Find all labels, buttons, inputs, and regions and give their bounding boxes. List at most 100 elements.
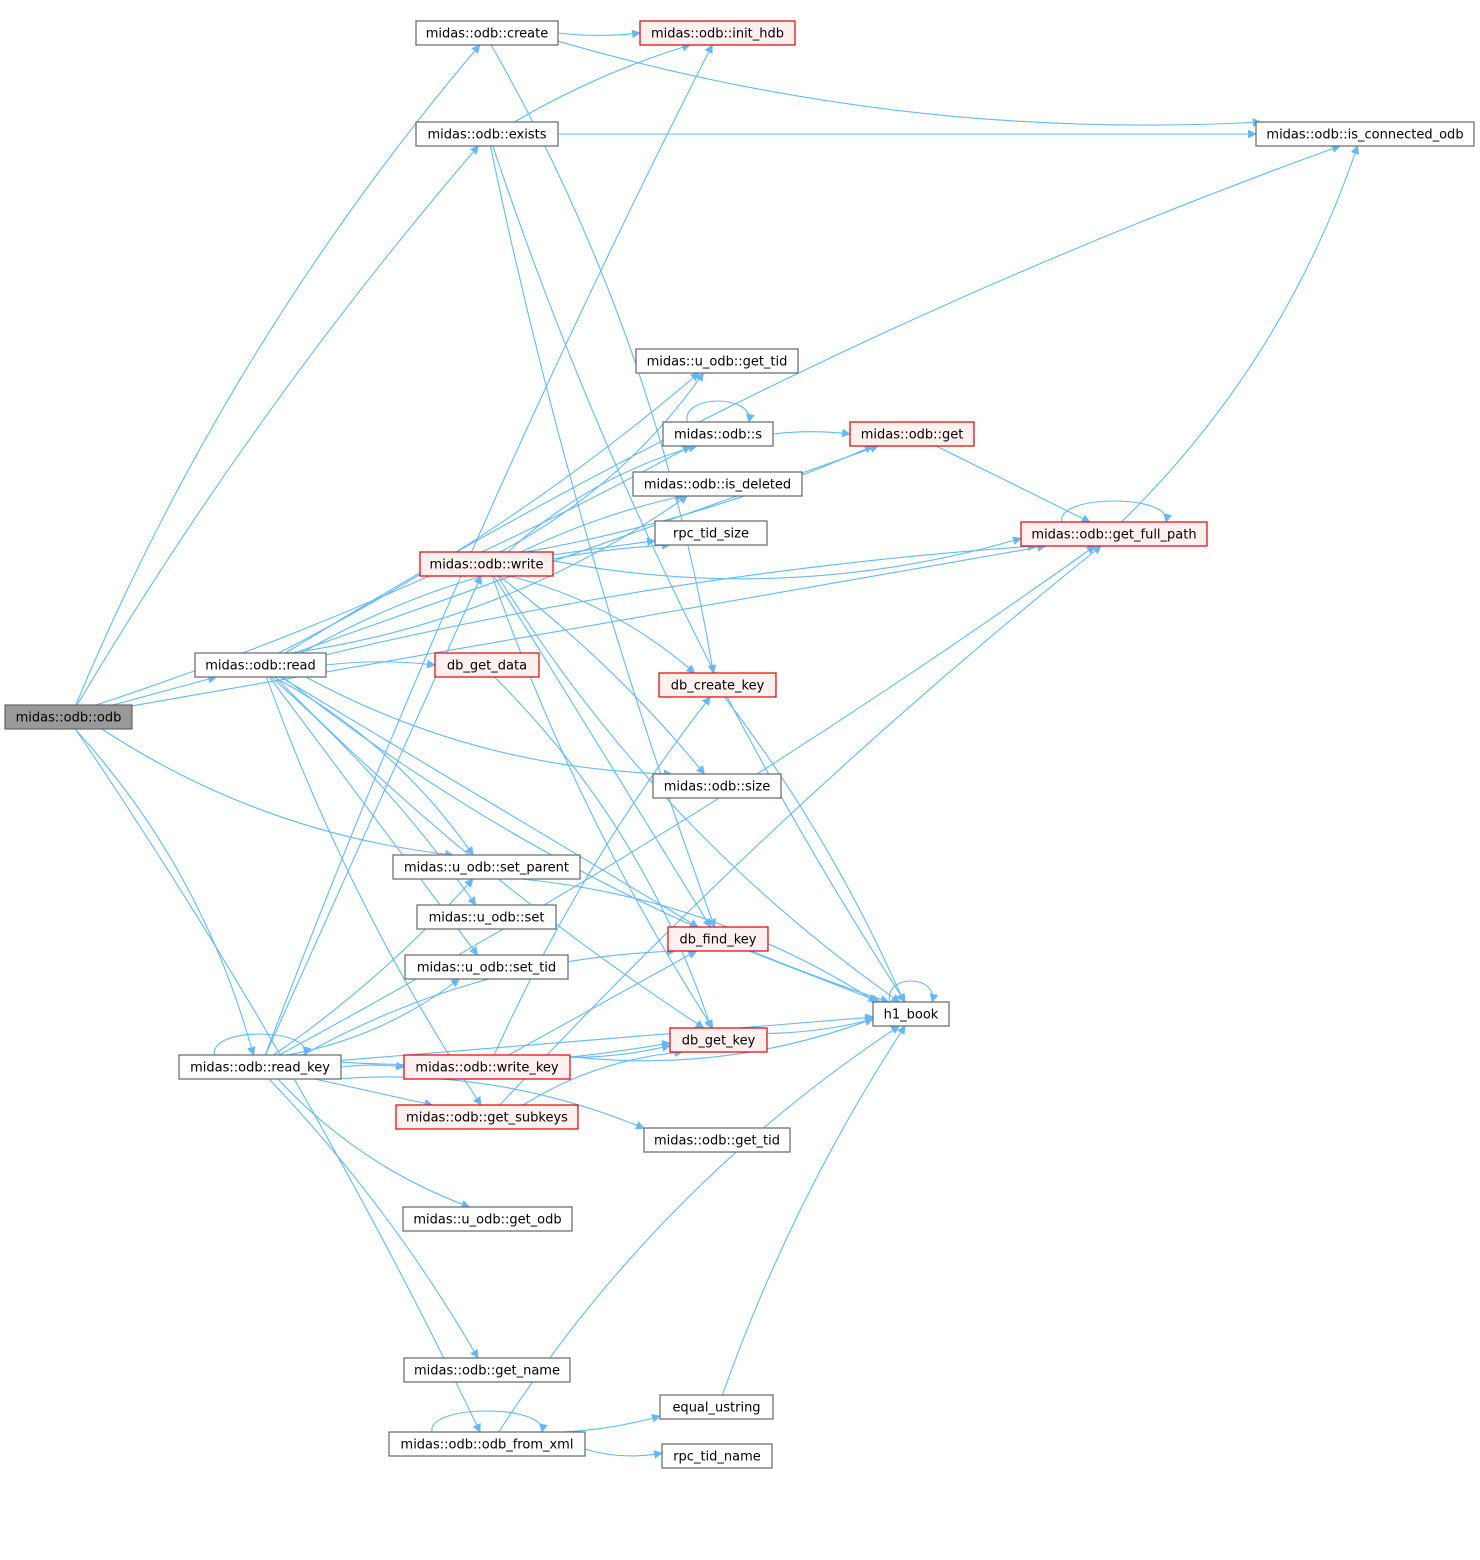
edge-create-to-init_hdb — [557, 29, 641, 39]
node-is_connected_odb[interactable]: midas::odb::is_connected_odb — [1255, 121, 1475, 147]
edge-equal_ustring-to-h1_book — [721, 1025, 906, 1396]
edge-get_full_path-to-is_connected_odb — [1121, 145, 1360, 523]
node-label-get_full_path: midas::odb::get_full_path — [1031, 528, 1196, 543]
edge-db_find_key-to-h1_book — [748, 950, 881, 1004]
edge-write-to-rpc_tid_size — [552, 537, 656, 556]
node-write_key[interactable]: midas::odb::write_key — [403, 1054, 571, 1080]
node-get[interactable]: midas::odb::get — [849, 421, 975, 447]
node-equal_ustring[interactable]: equal_ustring — [659, 1394, 774, 1420]
node-box-read — [194, 652, 327, 678]
node-odb_from_xml[interactable]: midas::odb::odb_from_xml — [388, 1431, 586, 1457]
node-db_create_key[interactable]: db_create_key — [658, 672, 777, 698]
edge-write_key-to-db_find_key — [508, 950, 698, 1056]
node-box-get_tid — [643, 1127, 791, 1153]
node-box-set_parent — [392, 854, 581, 880]
node-get_name[interactable]: midas::odb::get_name — [403, 1357, 571, 1383]
node-label-set_tid: midas::u_odb::set_tid — [417, 961, 556, 976]
edge-create-to-is_connected_odb — [557, 40, 1262, 127]
node-read[interactable]: midas::odb::read — [194, 652, 327, 678]
edge-db_get_data-to-db_get_key — [494, 676, 713, 1029]
node-get_full_path[interactable]: midas::odb::get_full_path — [1020, 521, 1208, 547]
node-box-init_hdb — [639, 20, 796, 46]
node-label-db_get_data: db_get_data — [447, 659, 527, 674]
node-size[interactable]: midas::odb::size — [652, 773, 782, 799]
edge-write-to-s — [507, 443, 698, 553]
node-box-set_tid — [404, 954, 569, 980]
node-label-write_key: midas::odb::write_key — [415, 1061, 558, 1076]
node-box-create — [415, 20, 559, 46]
edge-read-to-is_connected_odb — [285, 144, 1341, 654]
node-db_find_key[interactable]: db_find_key — [667, 926, 769, 952]
node-box-db_create_key — [658, 672, 777, 698]
node-box-get — [849, 421, 975, 447]
edge-h1_book-to-h1_book — [888, 980, 939, 1003]
node-odb[interactable]: midas::odb::odb — [4, 704, 133, 730]
node-box-odb — [4, 704, 133, 730]
edge-write-to-size — [498, 575, 706, 775]
edge-odb-to-create — [75, 44, 481, 706]
node-box-get_odb — [402, 1206, 573, 1232]
node-label-set_parent: midas::u_odb::set_parent — [404, 861, 569, 876]
edge-exists-to-init_hdb — [514, 43, 691, 123]
edge-read_key-to-get_name — [268, 1078, 479, 1359]
node-db_get_key[interactable]: db_get_key — [669, 1027, 768, 1053]
node-box-db_find_key — [667, 926, 769, 952]
node-box-get_name — [403, 1357, 571, 1383]
edge-s-to-s — [686, 400, 755, 423]
node-read_key[interactable]: midas::odb::read_key — [178, 1054, 342, 1080]
edge-read-to-db_get_data — [325, 659, 436, 669]
node-set_parent[interactable]: midas::u_odb::set_parent — [392, 854, 581, 880]
node-get_odb[interactable]: midas::u_odb::get_odb — [402, 1206, 573, 1232]
node-exists[interactable]: midas::odb::exists — [415, 121, 559, 147]
node-label-read_key: midas::odb::read_key — [190, 1061, 330, 1076]
edge-read-to-get_subkeys — [265, 676, 482, 1106]
edge-read_key-to-write_key — [340, 1061, 405, 1071]
node-u_set[interactable]: midas::u_odb::set — [416, 904, 557, 930]
edge-write-to-u_get_tid — [499, 372, 704, 553]
edge-odb-to-set_parent — [101, 728, 454, 859]
node-box-size — [652, 773, 782, 799]
node-init_hdb[interactable]: midas::odb::init_hdb — [639, 20, 796, 46]
node-label-get: midas::odb::get — [861, 428, 964, 443]
node-h1_book[interactable]: h1_book — [872, 1001, 950, 1027]
node-get_tid[interactable]: midas::odb::get_tid — [643, 1127, 791, 1153]
node-label-exists: midas::odb::exists — [428, 128, 547, 143]
node-get_subkeys[interactable]: midas::odb::get_subkeys — [395, 1104, 579, 1130]
node-rpc_tid_name[interactable]: rpc_tid_name — [661, 1443, 773, 1469]
edge-read_key-to-init_hdb — [264, 44, 713, 1056]
node-rpc_tid_size[interactable]: rpc_tid_size — [654, 520, 768, 546]
node-box-rpc_tid_size — [654, 520, 768, 546]
node-label-s: midas::odb::s — [674, 428, 762, 443]
node-box-u_set — [416, 904, 557, 930]
node-box-h1_book — [872, 1001, 950, 1027]
node-label-get_subkeys: midas::odb::get_subkeys — [406, 1111, 568, 1126]
edge-layer — [74, 29, 1360, 1459]
node-write[interactable]: midas::odb::write — [419, 551, 554, 577]
edge-read-to-u_get_tid — [278, 372, 700, 654]
edge-read-to-size — [305, 676, 673, 779]
edge-odb-to-read_key — [74, 728, 256, 1056]
node-create[interactable]: midas::odb::create — [415, 20, 559, 46]
node-label-init_hdb: midas::odb::init_hdb — [651, 27, 784, 42]
node-label-db_get_key: db_get_key — [682, 1034, 756, 1049]
edge-db_create_key-to-h1_book — [724, 696, 905, 1003]
node-is_deleted[interactable]: midas::odb::is_deleted — [632, 471, 803, 497]
edge-write-to-get_full_path — [552, 536, 1022, 580]
node-label-equal_ustring: equal_ustring — [672, 1401, 760, 1416]
edge-read-to-is_deleted — [290, 495, 688, 654]
node-box-db_get_data — [434, 652, 540, 678]
node-label-create: midas::odb::create — [426, 27, 549, 42]
node-label-u_get_tid: midas::u_odb::get_tid — [647, 355, 788, 370]
edge-read-to-set_parent — [273, 676, 474, 856]
node-label-write: midas::odb::write — [430, 558, 544, 573]
node-u_get_tid[interactable]: midas::u_odb::get_tid — [635, 348, 799, 374]
edge-odb-to-exists — [76, 145, 479, 706]
edge-read_key-to-get_odb — [277, 1078, 471, 1209]
node-s[interactable]: midas::odb::s — [662, 421, 774, 447]
node-db_get_data[interactable]: db_get_data — [434, 652, 540, 678]
node-set_tid[interactable]: midas::u_odb::set_tid — [404, 954, 569, 980]
edge-db_get_key-to-h1_book — [766, 1016, 874, 1034]
node-box-equal_ustring — [659, 1394, 774, 1420]
